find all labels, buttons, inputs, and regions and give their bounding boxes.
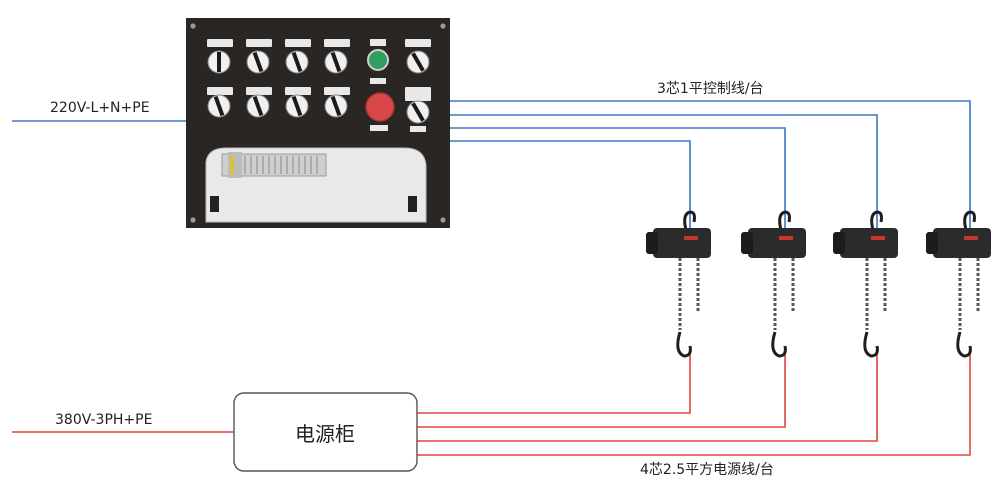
hoist-motor xyxy=(741,232,753,254)
control-cable-2 xyxy=(450,127,786,232)
hoist-top-hook xyxy=(778,210,791,231)
control-cables xyxy=(450,100,971,232)
indicator-plate xyxy=(370,78,386,84)
hoist-1 xyxy=(646,210,711,358)
start-button xyxy=(367,49,389,71)
power-cables xyxy=(417,350,971,456)
key-switch xyxy=(405,39,431,74)
rotary-knob xyxy=(285,39,311,74)
cable-gland xyxy=(210,196,219,212)
control-cable-4 xyxy=(450,100,971,232)
hoist-body xyxy=(840,228,898,258)
hoist-3 xyxy=(833,210,898,358)
hoist-top-hook xyxy=(963,210,976,231)
hoist-motor xyxy=(646,232,658,254)
power-cabinet-box xyxy=(233,392,418,472)
rotary-knob xyxy=(246,39,272,74)
hoist-accent xyxy=(684,236,698,240)
hoist-bottom-hook xyxy=(676,331,692,358)
knob-row-2 xyxy=(207,87,350,118)
indicator-plate xyxy=(370,125,388,131)
hoist-body xyxy=(748,228,806,258)
control-cable-1 xyxy=(450,140,691,232)
hoist-4 xyxy=(926,210,991,358)
hoist-2 xyxy=(741,210,806,358)
knob-row-1 xyxy=(207,39,350,74)
hoist-top-hook xyxy=(870,210,883,231)
cable-gland xyxy=(408,196,417,212)
control-cable-label: 3芯1平控制线/台 xyxy=(657,81,764,97)
rotary-knob xyxy=(207,87,233,118)
control-cable-3 xyxy=(450,114,878,232)
hoist-bottom-hook xyxy=(863,331,879,358)
rotary-knob xyxy=(324,39,350,74)
power-cable-4 xyxy=(417,350,971,456)
hoist-motor xyxy=(833,232,845,254)
power-cable-1 xyxy=(417,350,691,414)
rotary-knob xyxy=(246,87,272,118)
hoist-chain xyxy=(958,258,980,330)
hoist-motor xyxy=(926,232,938,254)
hoist-chain xyxy=(773,258,795,330)
hoist-bottom-hook xyxy=(956,331,972,358)
power-cabinet: 电源柜 xyxy=(233,392,418,472)
power-cable-label: 4芯2.5平方电源线/台 xyxy=(640,462,774,478)
hoist-top-hook xyxy=(683,210,696,231)
screw xyxy=(440,217,446,223)
control-panel xyxy=(186,18,450,228)
terminal-block xyxy=(221,152,327,178)
hoist-chain xyxy=(865,258,887,330)
hoist-chain xyxy=(678,258,700,330)
hoist-bottom-hook xyxy=(771,331,787,358)
power-cable-3 xyxy=(417,350,878,442)
indicator-plate xyxy=(370,39,386,46)
hoist-accent xyxy=(964,236,978,240)
emergency-stop-button xyxy=(365,92,395,122)
hoist-body xyxy=(933,228,991,258)
power-cable-2 xyxy=(417,350,786,428)
screw xyxy=(440,23,446,29)
hoist-accent xyxy=(779,236,793,240)
screw xyxy=(190,23,196,29)
power-cabinet-label: 电源柜 xyxy=(295,422,355,446)
hoist-accent xyxy=(871,236,885,240)
rotary-knob xyxy=(285,87,311,118)
screw xyxy=(190,217,196,223)
rotary-knob xyxy=(324,87,350,118)
input-380v-label: 380V-3PH+PE xyxy=(55,412,152,428)
hoist-body xyxy=(653,228,711,258)
rotary-knob xyxy=(207,39,233,74)
input-220v-label: 220V-L+N+PE xyxy=(50,100,150,116)
key-switch xyxy=(405,87,431,132)
